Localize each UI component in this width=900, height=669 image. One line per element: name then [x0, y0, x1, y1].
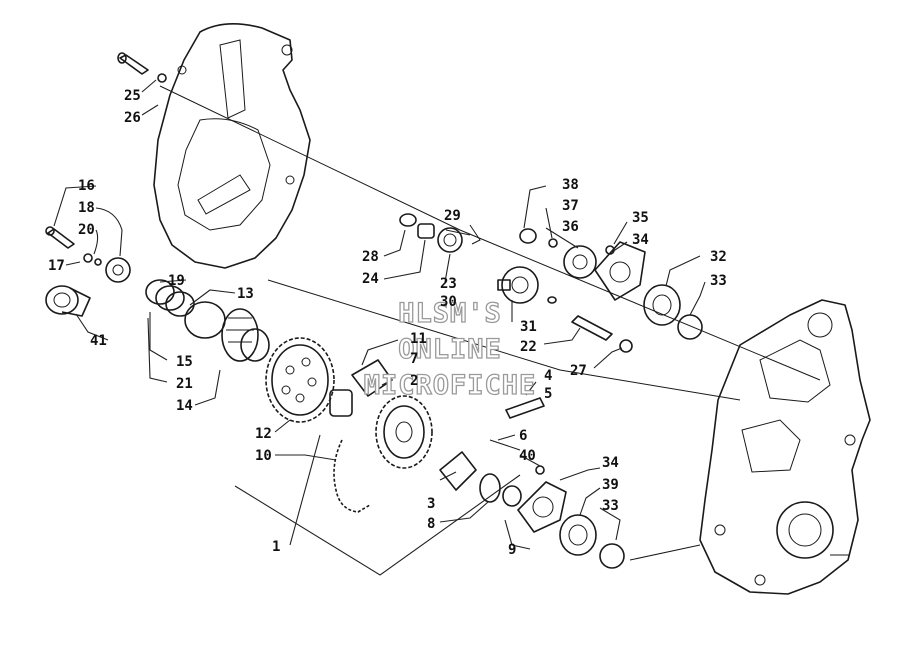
- bolt-16: [45, 226, 131, 283]
- callout-40: 40: [519, 448, 536, 464]
- callout-30: 30: [440, 294, 457, 310]
- callout-5: 5: [544, 386, 552, 402]
- driven-gear-12: [265, 337, 353, 423]
- callout-9: 9: [508, 542, 516, 558]
- watermark-line-1: HLSM'S: [398, 298, 502, 329]
- callout-18: 18: [78, 200, 95, 216]
- callout-28: 28: [362, 249, 379, 265]
- axis-lines: [159, 85, 821, 561]
- callout-3: 3: [427, 496, 435, 512]
- tensioner-shaft: [489, 397, 545, 451]
- chaincase-cover: [153, 23, 311, 269]
- callout-36: 36: [562, 219, 579, 235]
- chain-10: [333, 439, 371, 513]
- callout-20: 20: [78, 222, 95, 238]
- callout-6: 6: [519, 428, 527, 444]
- callout-labels: 25 26 16 18 20 17 41 19 13 15 21 14 12 1…: [48, 88, 727, 558]
- upper-sprocket: [519, 228, 703, 340]
- callout-22: 22: [520, 339, 537, 355]
- callout-8: 8: [427, 516, 435, 532]
- callout-24: 24: [362, 271, 379, 287]
- callout-17: 17: [48, 258, 65, 274]
- shaft-22: [571, 315, 633, 353]
- callout-35: 35: [632, 210, 649, 226]
- callout-12: 12: [255, 426, 272, 442]
- callout-34-upper: 34: [632, 232, 649, 248]
- callout-38: 38: [562, 177, 579, 193]
- spring-21: [145, 279, 270, 362]
- callout-34-lower: 34: [602, 455, 619, 471]
- watermark: HLSM'S ONLINE MICROFICHE: [363, 297, 537, 401]
- callout-10: 10: [255, 448, 272, 464]
- watermark-line-2: ONLINE: [398, 334, 502, 365]
- leader-lines: [53, 79, 706, 576]
- bolt-25: [117, 52, 167, 83]
- callout-37: 37: [562, 198, 579, 214]
- callout-1: 1: [272, 539, 280, 555]
- callout-27: 27: [570, 363, 587, 379]
- gear-group-23: [399, 213, 557, 304]
- callout-39: 39: [602, 477, 619, 493]
- callout-19: 19: [168, 273, 185, 289]
- callout-29: 29: [444, 208, 461, 224]
- callout-33-lower: 33: [602, 498, 619, 514]
- gearcase-housing: [699, 299, 871, 595]
- hub-41: [45, 285, 91, 317]
- lower-bearing-group: [439, 451, 625, 569]
- callout-21: 21: [176, 376, 193, 392]
- callout-32: 32: [710, 249, 727, 265]
- callout-4: 4: [544, 368, 552, 384]
- callout-7: 7: [410, 351, 418, 367]
- callout-15: 15: [176, 354, 193, 370]
- callout-2: 2: [410, 373, 418, 389]
- callout-41: 41: [90, 333, 107, 349]
- callout-13: 13: [237, 286, 254, 302]
- callout-16: 16: [78, 178, 95, 194]
- callout-23: 23: [440, 276, 457, 292]
- callout-14: 14: [176, 398, 193, 414]
- callout-26: 26: [124, 110, 141, 126]
- callout-25: 25: [124, 88, 141, 104]
- callout-31: 31: [520, 319, 537, 335]
- callout-33-upper: 33: [710, 273, 727, 289]
- callout-11: 11: [410, 331, 427, 347]
- watermark-line-3: MICROFICHE: [364, 370, 537, 401]
